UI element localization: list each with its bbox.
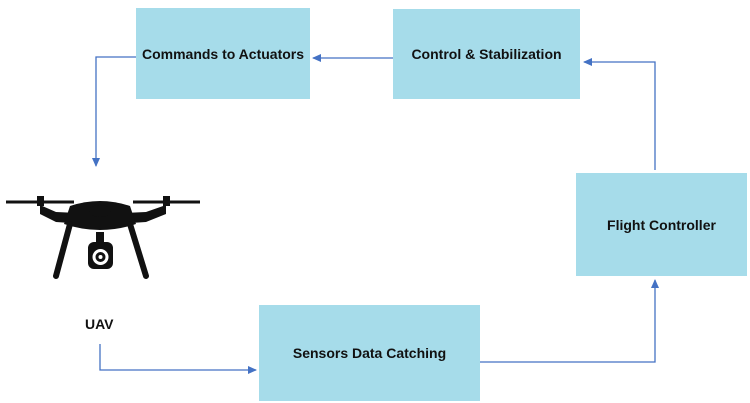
uav-label: UAV [85,316,114,332]
flight-block-label: Flight Controller [607,216,716,233]
commands-to-actuators-block: Commands to Actuators [136,8,310,99]
arrow-commands-to-uav [92,56,136,167]
arrow-flight-to-control [583,58,656,170]
drone-icon [6,196,200,279]
arrow-sensors-to-flight [480,279,659,363]
control-block-label: Control & Stabilization [411,46,562,62]
commands-block-label: Commands to Actuators [141,45,305,62]
flight-controller-block: Flight Controller [576,173,747,276]
sensors-block-label: Sensors Data Catching [292,345,447,361]
arrow-uav-to-sensors [99,344,257,374]
control-stabilization-block: Control & Stabilization [393,9,580,99]
sensors-data-catching-block: Sensors Data Catching [259,305,480,401]
